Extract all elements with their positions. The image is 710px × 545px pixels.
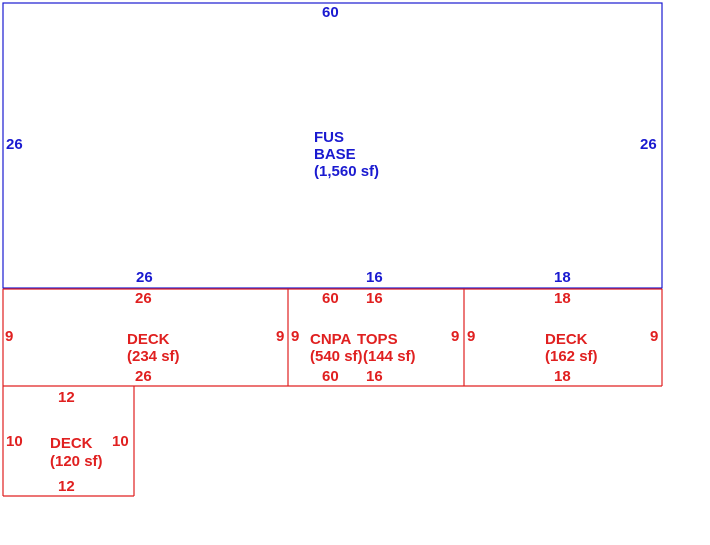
cnpa-dim-bottom: 60 bbox=[322, 368, 339, 385]
fus-dim-right: 26 bbox=[640, 136, 657, 153]
cnpa-name: CNPA bbox=[310, 331, 352, 348]
deck-left-dim-right: 9 bbox=[276, 328, 284, 345]
deck-left-area: (234 sf) bbox=[127, 348, 180, 365]
deck-right-dim-top: 18 bbox=[554, 290, 571, 307]
deck-small-area: (120 sf) bbox=[50, 453, 103, 470]
deck-left-dim-top: 26 bbox=[135, 290, 152, 307]
deck-right-name: DECK bbox=[545, 331, 588, 348]
tops-dim-top: 16 bbox=[366, 290, 383, 307]
cnpa-dim-left: 9 bbox=[291, 328, 299, 345]
fus-dim-top: 60 bbox=[322, 4, 339, 21]
fus-dim-bottom-c: 18 bbox=[554, 269, 571, 286]
deck-left-dim-bottom: 26 bbox=[135, 368, 152, 385]
fus-area: (1,560 sf) bbox=[314, 163, 379, 180]
deck-right-dim-left: 9 bbox=[467, 328, 475, 345]
tops-area: (144 sf) bbox=[363, 348, 416, 365]
fus-dim-left: 26 bbox=[6, 136, 23, 153]
deck-right-area: (162 sf) bbox=[545, 348, 598, 365]
fus-name-line2: BASE bbox=[314, 146, 356, 163]
tops-name: TOPS bbox=[357, 331, 398, 348]
fus-base-outline bbox=[2, 2, 663, 289]
cnpa-area: (540 sf) bbox=[310, 348, 363, 365]
fus-dim-bottom-b: 16 bbox=[366, 269, 383, 286]
deck-small-dim-right: 10 bbox=[112, 433, 129, 450]
deck-right-dim-right: 9 bbox=[650, 328, 658, 345]
deck-right-dim-bottom: 18 bbox=[554, 368, 571, 385]
tops-dim-bottom: 16 bbox=[366, 368, 383, 385]
fus-dim-bottom-a: 26 bbox=[136, 269, 153, 286]
deck-left-dim-left: 9 bbox=[5, 328, 13, 345]
deck-small-dim-top: 12 bbox=[58, 389, 75, 406]
deck-small-dim-bottom: 12 bbox=[58, 478, 75, 495]
tops-dim-right: 9 bbox=[451, 328, 459, 345]
fus-name-line1: FUS bbox=[314, 129, 344, 146]
deck-small-dim-left: 10 bbox=[6, 433, 23, 450]
deck-small-name: DECK bbox=[50, 435, 93, 452]
cnpa-dim-top: 60 bbox=[322, 290, 339, 307]
deck-left-name: DECK bbox=[127, 331, 170, 348]
